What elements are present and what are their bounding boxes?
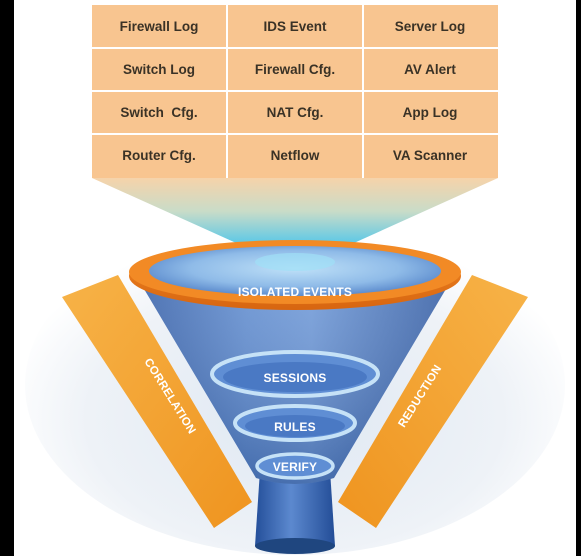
source-table: Firewall Log IDS Event Server Log Switch… [92,5,498,178]
verify-ring [255,452,335,480]
source-cell: App Log [403,105,458,120]
isolated-events-label: ISOLATED EVENTS [238,285,352,299]
source-cell: Firewall Cfg. [255,62,335,77]
source-cell: Server Log [395,19,466,34]
source-cell: Netflow [271,148,320,163]
verify-label: VERIFY [273,460,318,474]
funnel-neck-bottom [255,538,335,554]
funnel: ISOLATED EVENTS SESSIONS RULES VERIFY [129,240,461,554]
data-beam [92,178,498,252]
rules-ring-inner [245,415,345,437]
reduction-band: REDUCTION [338,275,528,528]
sessions-ring-inner [223,362,367,392]
source-cell: Firewall Log [120,19,199,34]
source-cell: Switch Cfg. [120,105,197,120]
source-cell: NAT Cfg. [267,105,324,120]
source-cell: VA Scanner [393,148,468,163]
diagram-canvas: Firewall Log IDS Event Server Log Switch… [14,0,576,556]
source-cell: IDS Event [263,19,327,34]
source-cell: AV Alert [404,62,456,77]
reduction-band-shape [338,275,528,528]
sessions-label: SESSIONS [264,371,327,385]
correlation-band-shape [62,275,252,528]
rules-label: RULES [274,420,316,434]
funnel-neck [255,470,335,551]
beam-glow [255,253,335,271]
source-cell: Switch Log [123,62,195,77]
source-cell: Router Cfg. [122,148,196,163]
funnel-diagram: Firewall Log IDS Event Server Log Switch… [25,5,565,555]
